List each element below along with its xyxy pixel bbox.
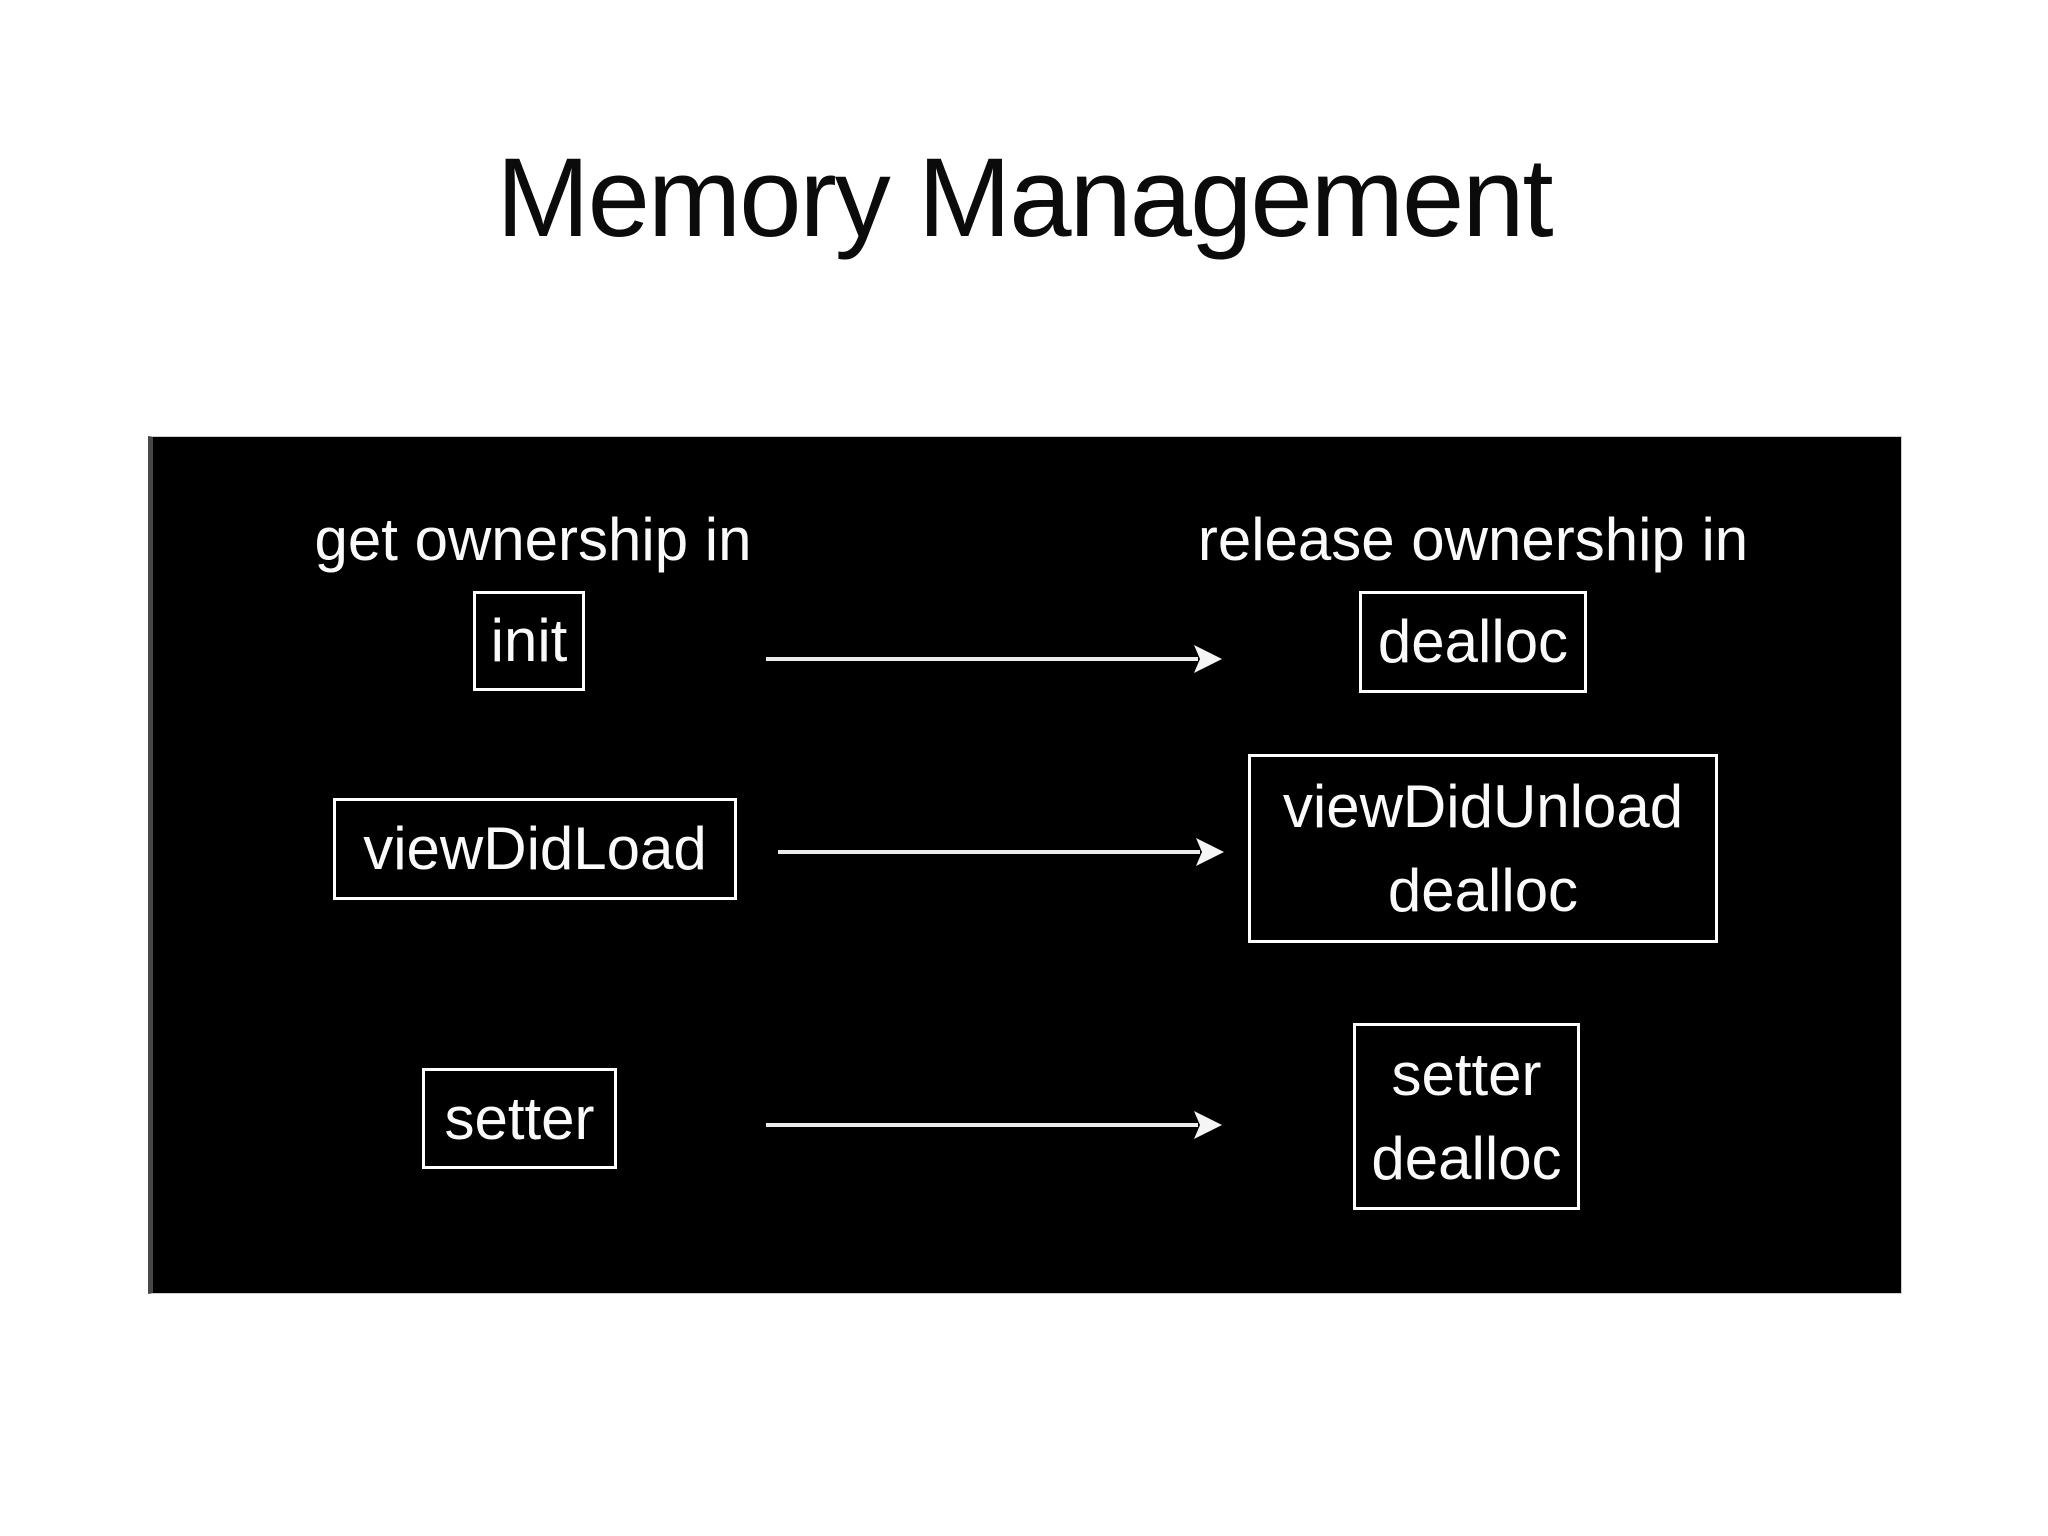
box-viewdidload: viewDidLoad xyxy=(333,798,737,900)
arrow-setter-to-setter-dealloc xyxy=(766,1111,1222,1139)
arrow-init-to-dealloc xyxy=(766,645,1222,673)
box-viewdidunload-line1: viewDidUnload xyxy=(1282,772,1684,840)
box-dealloc-label: dealloc xyxy=(1377,608,1569,675)
column-header-get-ownership: get ownership in xyxy=(314,506,752,573)
slide-title: Memory Management xyxy=(496,135,1553,260)
box-viewdidunload-dealloc: viewDidUnload dealloc xyxy=(1248,754,1718,943)
box-init-label: init xyxy=(490,607,568,674)
box-dealloc: dealloc xyxy=(1359,591,1587,693)
column-header-release-ownership: release ownership in xyxy=(1197,506,1749,573)
box-viewdidunload-line2: dealloc xyxy=(1387,856,1579,924)
box-viewdidload-label: viewDidLoad xyxy=(363,815,707,882)
arrow-layer xyxy=(766,645,1224,1139)
arrow-viewdidload-to-viewdidunload xyxy=(778,838,1224,866)
box-setter-dealloc-line2: dealloc xyxy=(1371,1124,1562,1192)
box-setter-dealloc-line1: setter xyxy=(1391,1040,1542,1108)
diagram-panel: get ownership in release ownership in in… xyxy=(148,436,1902,1294)
box-setter-dealloc: setter dealloc xyxy=(1353,1023,1580,1210)
box-init: init xyxy=(473,591,585,691)
box-setter-label: setter xyxy=(444,1084,595,1152)
box-setter: setter xyxy=(422,1068,617,1169)
